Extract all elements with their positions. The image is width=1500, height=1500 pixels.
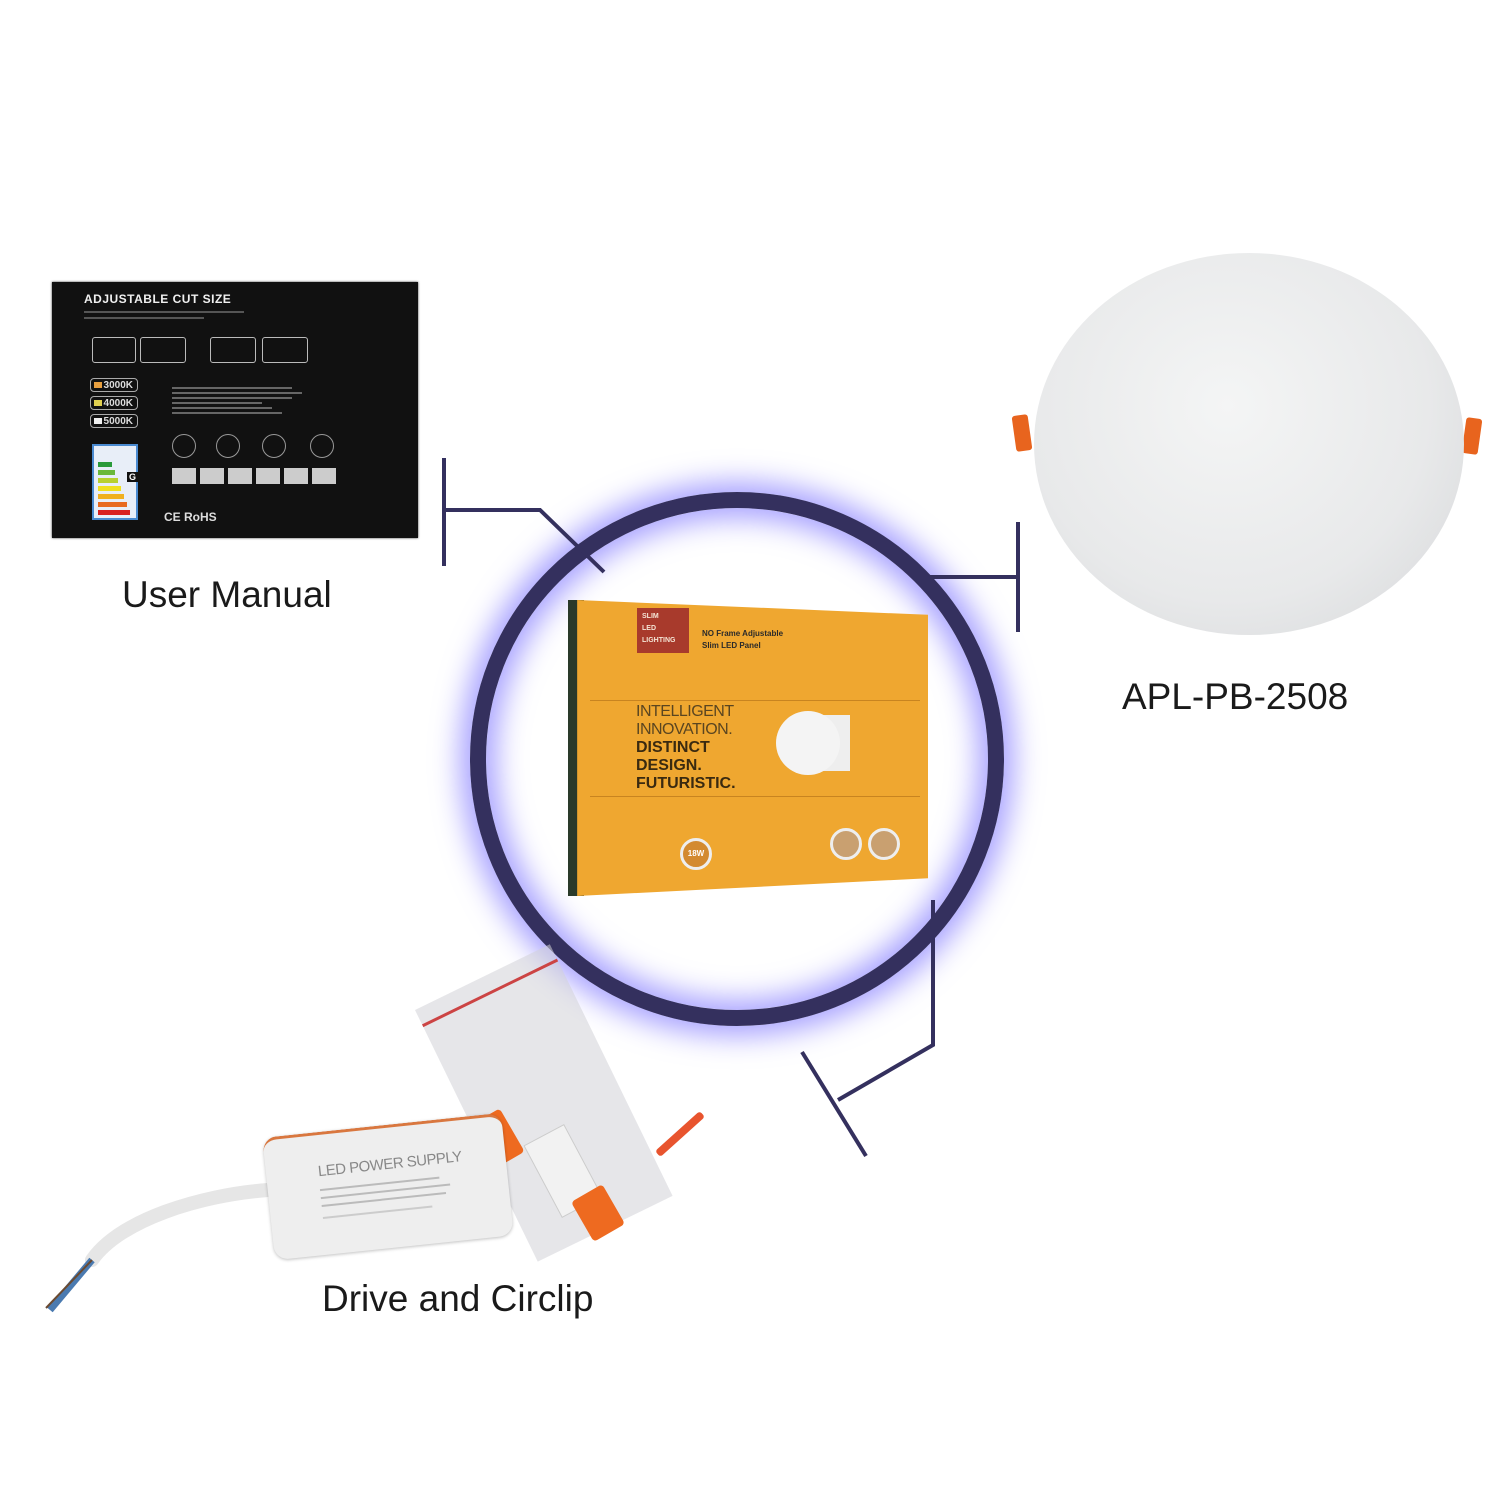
- led-panel-image: [1034, 253, 1464, 635]
- cert-marks: CE RoHS: [164, 510, 217, 524]
- led-driver-image: LED POWER SUPPLY: [262, 1112, 514, 1261]
- box-brand-tag: SLIM LED LIGHTING: [637, 608, 689, 653]
- cut-size-box: [140, 337, 186, 363]
- watt-badge: 18W: [680, 838, 712, 870]
- user-manual-label: User Manual: [122, 574, 332, 615]
- manual-subtext: [84, 308, 284, 319]
- swatch-icon: [94, 400, 102, 406]
- color-temp-4000k: 4000K: [90, 396, 138, 410]
- manual-title: ADJUSTABLE CUT SIZE: [84, 292, 232, 306]
- driver-print-title: LED POWER SUPPLY: [317, 1148, 463, 1181]
- panel-model-label: APL-PB-2508: [1122, 676, 1349, 717]
- energy-label: G: [92, 444, 138, 520]
- cut-size-box: [262, 337, 308, 363]
- spec-icon: [216, 434, 240, 458]
- box-panel-illustration: [776, 711, 840, 775]
- box-headline: NO Frame Adjustable Slim LED Panel: [702, 629, 784, 650]
- spec-list: [172, 384, 302, 417]
- cut-size-box: [92, 337, 136, 363]
- color-temp-3000k: 3000K: [90, 378, 138, 392]
- box-slogan: INTELLIGENT INNOVATION. DISTINCT DESIGN.…: [636, 703, 736, 792]
- feature-icon: [868, 828, 900, 860]
- spec-icon: [262, 434, 286, 458]
- cut-size-box: [210, 337, 256, 363]
- spec-icon: [172, 434, 196, 458]
- feature-icon: [830, 828, 862, 860]
- energy-class: G: [126, 472, 138, 482]
- user-manual-image: ADJUSTABLE CUT SIZE 3000K 4000K 5000K: [52, 282, 418, 538]
- color-temp-5000k: 5000K: [90, 414, 138, 428]
- driver-label: Drive and Circlip: [322, 1278, 594, 1319]
- swatch-icon: [94, 382, 102, 388]
- swatch-icon: [94, 418, 102, 424]
- spec-icon: [310, 434, 334, 458]
